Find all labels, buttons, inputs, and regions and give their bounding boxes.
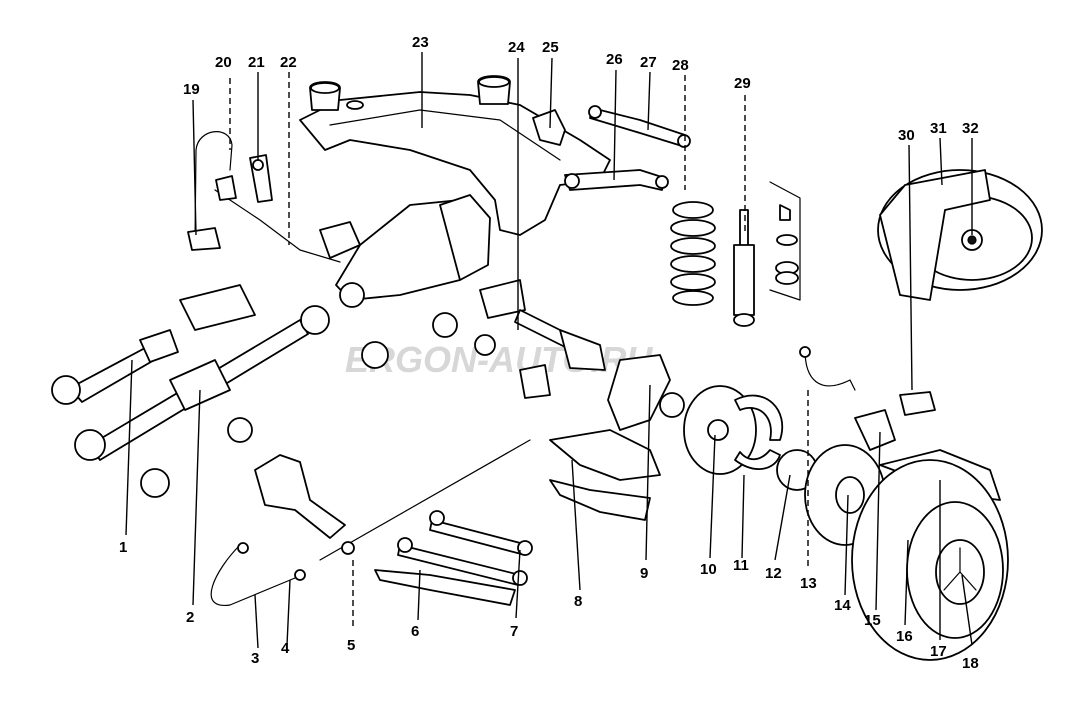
brake-assembly <box>683 385 818 491</box>
callout-17: 17 <box>930 643 947 660</box>
bracket <box>532 109 566 146</box>
callout-6: 6 <box>411 623 419 640</box>
mount-bracket <box>254 454 346 539</box>
callout-30: 30 <box>898 127 915 144</box>
rear-subframe <box>299 75 611 236</box>
brake-cables <box>210 439 531 606</box>
callout-12: 12 <box>765 565 782 582</box>
callout-5: 5 <box>347 637 355 654</box>
lower-control-arm <box>549 429 661 521</box>
watermark: ERGON-AUTO.RU <box>345 339 653 380</box>
coil-spring <box>670 201 716 306</box>
callout-7: 7 <box>510 623 518 640</box>
callout-1: 1 <box>119 539 127 556</box>
callout-31: 31 <box>930 120 947 137</box>
callout-29: 29 <box>734 75 751 92</box>
callout-18: 18 <box>962 655 979 672</box>
callout-14: 14 <box>834 597 851 614</box>
callout-10: 10 <box>700 561 717 578</box>
callout-2: 2 <box>186 609 194 626</box>
axle-shaft <box>432 279 606 399</box>
callout-8: 8 <box>574 593 582 610</box>
callout-27: 27 <box>640 54 657 71</box>
callout-21: 21 <box>248 54 265 71</box>
callout-22: 22 <box>280 54 297 71</box>
lower-links <box>374 510 533 606</box>
callout-32: 32 <box>962 120 979 137</box>
callout-24: 24 <box>508 39 525 56</box>
callout-28: 28 <box>672 57 689 74</box>
callout-25: 25 <box>542 39 559 56</box>
drive-shafts <box>51 284 389 498</box>
shock-absorber <box>733 181 801 327</box>
hub-carrier <box>607 354 685 431</box>
callout-19: 19 <box>183 81 200 98</box>
spare-wheel <box>877 169 1043 301</box>
callout-15: 15 <box>864 612 881 629</box>
callout-11: 11 <box>733 557 749 574</box>
callout-9: 9 <box>640 565 648 582</box>
callout-labels: 1 2 3 4 5 6 7 8 9 10 11 12 13 14 15 16 1… <box>119 34 979 672</box>
road-wheel <box>851 449 1009 661</box>
callout-20: 20 <box>215 54 232 71</box>
differential <box>319 194 491 308</box>
dashed-leaders <box>229 72 809 630</box>
callout-13: 13 <box>800 575 817 592</box>
callout-3: 3 <box>251 650 259 667</box>
brake-line <box>799 346 856 391</box>
leader-lines <box>125 52 973 649</box>
brake-caliper <box>854 391 936 451</box>
stabilizer-bar <box>187 131 341 263</box>
upper-control-arms <box>564 105 691 191</box>
callout-4: 4 <box>281 640 290 657</box>
callout-16: 16 <box>896 628 913 645</box>
callout-26: 26 <box>606 51 623 68</box>
callout-23: 23 <box>412 34 429 51</box>
